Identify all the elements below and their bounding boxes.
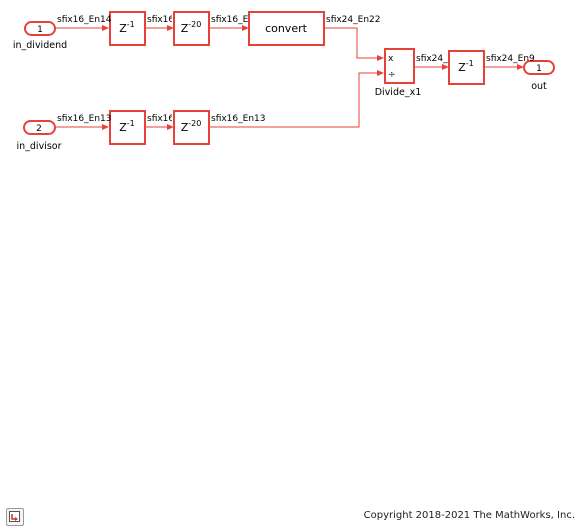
delay-block-dividend-20[interactable]: Z-20 — [173, 11, 210, 46]
signal-label-dividend-in: sfix16_En14 — [57, 15, 112, 25]
signal-label-divide-out: sfix24_En9 — [416, 54, 465, 64]
copyright-notice: Copyright 2018-2021 The MathWorks, Inc. — [363, 510, 575, 521]
divide-multiply-symbol: x — [388, 54, 394, 64]
delay-block-divisor-20[interactable]: Z-20 — [173, 110, 210, 145]
inport-divisor-number: 2 — [36, 124, 42, 134]
model-browser-button[interactable] — [6, 508, 24, 526]
wire-divide-to-delay — [414, 64, 449, 70]
signal-label-divisor-delay2: sfix16_En13 — [211, 114, 265, 124]
wire-delay20-to-convert — [209, 25, 249, 31]
delay-block-output-1-base: Z — [458, 61, 466, 74]
inport-dividend-name: in_dividend — [13, 40, 67, 51]
outport-out-number: 1 — [536, 64, 542, 74]
delay-block-divisor-1-exp: -1 — [127, 119, 135, 128]
svg-text:Z-20: Z-20 — [181, 20, 202, 35]
wire-delay1b-to-delay20b — [145, 124, 174, 130]
delay-block-divisor-1-base: Z — [119, 121, 127, 134]
svg-text:Z-1: Z-1 — [458, 59, 474, 74]
delay-block-divisor-1[interactable]: Z-1 — [109, 110, 146, 145]
signal-label-divisor-delay1: sfix16_En13 — [147, 114, 201, 124]
wire-dividend-in — [55, 25, 109, 31]
outport-out-shape[interactable] — [523, 60, 555, 75]
outport-out[interactable]: 1 out — [523, 60, 555, 92]
delay-block-dividend-1-base: Z — [119, 22, 127, 35]
svg-text:Z-1: Z-1 — [119, 20, 135, 35]
convert-block[interactable]: convert — [248, 11, 325, 46]
delay-block-dividend-20-exp: -20 — [188, 20, 201, 29]
model-browser-icon — [9, 511, 20, 522]
wire-delay1-to-delay20 — [145, 25, 174, 31]
wire-convert-to-divide — [324, 27, 384, 61]
divide-block-name: Divide_x1 — [375, 87, 422, 98]
delay-block-divisor-20-base: Z — [181, 121, 189, 134]
delay-block-dividend-1-exp: -1 — [127, 20, 135, 29]
signal-label-dividend-delay1: sfix16_En14 — [147, 15, 202, 25]
delay-block-divisor-20-exp: -20 — [188, 119, 201, 128]
signal-label-divisor-in: sfix16_En13 — [57, 114, 111, 124]
inport-dividend-number: 1 — [37, 25, 43, 35]
wire-divisor-in — [55, 124, 109, 130]
divide-block[interactable]: x ÷ Divide_x1 — [375, 48, 422, 98]
svg-text:Z-1: Z-1 — [119, 119, 135, 134]
svg-text:Z-20: Z-20 — [181, 119, 202, 134]
signal-label-convert-out: sfix24_En22 — [326, 15, 380, 25]
inport-dividend-shape[interactable] — [24, 21, 56, 36]
wire-delay20b-to-divide — [209, 70, 384, 128]
delay-block-dividend-20-base: Z — [181, 22, 189, 35]
convert-block-label: convert — [265, 22, 308, 35]
outport-out-name: out — [531, 81, 547, 92]
signal-label-delay-out: sfix24_En9 — [486, 54, 535, 64]
delay-block-output-1[interactable]: Z-1 — [448, 50, 485, 85]
divide-divide-symbol: ÷ — [388, 70, 396, 80]
inport-divisor-name: in_divisor — [16, 141, 61, 152]
signal-label-dividend-delay2: sfix16_En14 — [211, 15, 266, 25]
delay-block-dividend-1[interactable]: Z-1 — [109, 11, 146, 46]
inport-divisor-shape[interactable] — [23, 120, 56, 135]
inport-dividend[interactable]: 1 in_dividend — [13, 21, 67, 51]
delay-block-output-1-exp: -1 — [466, 59, 474, 68]
wire-delay-to-out — [484, 64, 524, 70]
inport-divisor[interactable]: 2 in_divisor — [16, 120, 62, 152]
